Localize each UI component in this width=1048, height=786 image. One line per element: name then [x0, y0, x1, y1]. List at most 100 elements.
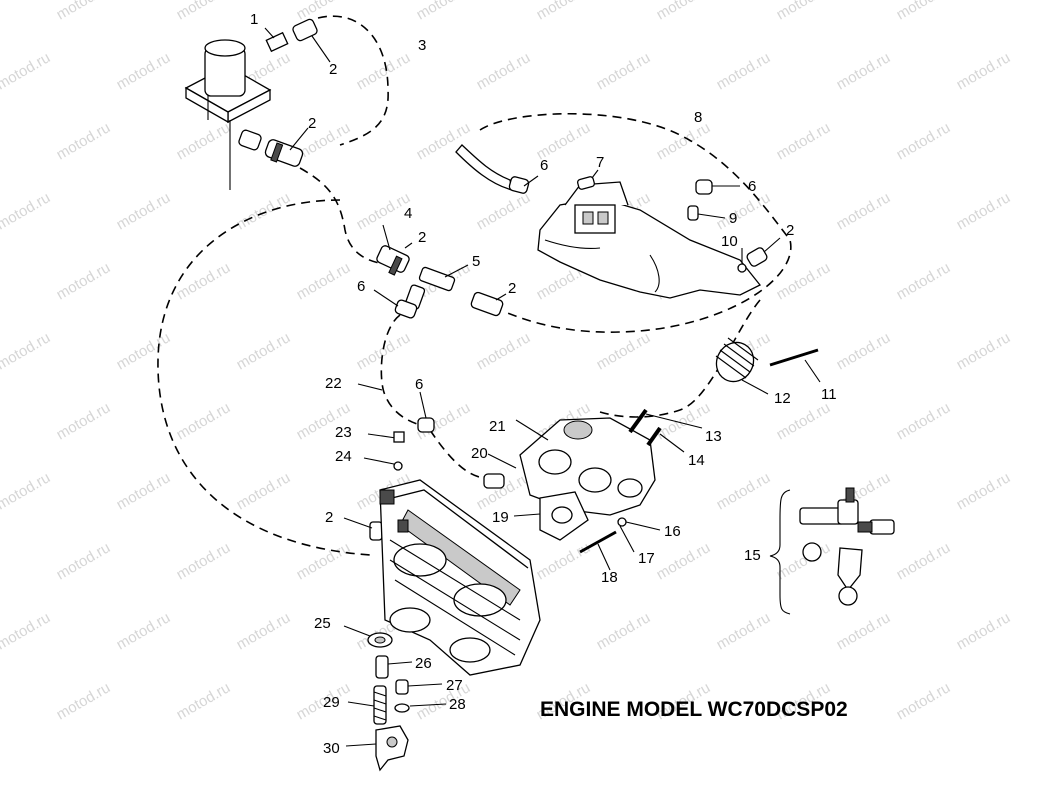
part-spring-hose-12: [715, 337, 769, 395]
part-bolt-14: [646, 426, 685, 453]
watermark-text: motod.ru: [714, 189, 774, 233]
watermark-text: motod.ru: [0, 189, 53, 233]
part-hose-6a: [373, 289, 418, 319]
watermark-text: motod.ru: [474, 49, 534, 93]
part-hose-6d: [417, 391, 435, 433]
part-fitting-kit-15: [769, 487, 895, 615]
hose-routing: [157, 15, 792, 556]
watermark-text: motod.ru: [834, 49, 894, 93]
callout-12: 12: [774, 390, 791, 407]
callout-26: 26: [415, 655, 432, 672]
watermark-text: motod.ru: [294, 119, 354, 163]
watermark-text: motod.ru: [174, 679, 234, 723]
callout-1: 1: [250, 11, 258, 28]
watermark-text: motod.ru: [594, 49, 654, 93]
watermark-text: motod.ru: [54, 399, 114, 443]
callout-11: 11: [821, 386, 837, 403]
part-fitting-26: [375, 655, 413, 679]
watermark-text: motod.ru: [774, 259, 834, 303]
callout-17: 17: [638, 550, 655, 567]
part-screw-23: [367, 431, 405, 443]
watermark-text: motod.ru: [294, 539, 354, 583]
callout-15: 15: [744, 547, 761, 564]
watermark-text: motod.ru: [714, 469, 774, 513]
callout-2-right: 2: [786, 222, 794, 239]
callout-18: 18: [601, 569, 618, 586]
part-exhaust-manifold-21: [515, 417, 656, 516]
callout-22: 22: [325, 375, 342, 392]
part-washer-24: [363, 457, 403, 471]
callout-2-mid: 2: [418, 229, 426, 246]
callout-6-lower: 6: [415, 376, 423, 393]
callout-10: 10: [721, 233, 738, 250]
watermark-text: motod.ru: [114, 189, 174, 233]
watermark-text: motod.ru: [174, 259, 234, 303]
part-pin-11: [769, 348, 821, 383]
callout-2-upper: 2: [308, 115, 316, 132]
watermark-text: motod.ru: [354, 329, 414, 373]
watermark-text: motod.ru: [894, 0, 954, 23]
part-stud-18: [579, 530, 617, 571]
part-cylinder-block: [379, 479, 541, 676]
watermark-text: motod.ru: [54, 539, 114, 583]
part-hose-clamp-2b: [238, 127, 309, 167]
callout-25: 25: [314, 615, 331, 632]
callout-30: 30: [323, 740, 340, 757]
watermark-text: motod.ru: [594, 329, 654, 373]
watermark-text: motod.ru: [654, 0, 714, 23]
watermark-text: motod.ru: [834, 609, 894, 653]
watermark-text: motod.ru: [294, 0, 354, 23]
callout-21: 21: [489, 418, 506, 435]
part-plug-27: [395, 679, 443, 695]
watermark-text: motod.ru: [774, 539, 834, 583]
part-fitting-1: [264, 27, 289, 53]
watermark-text: motod.ru: [954, 49, 1014, 93]
callout-6-manifold: 6: [540, 157, 548, 174]
watermark-text: motod.ru: [174, 119, 234, 163]
watermark-text: motod.ru: [174, 0, 234, 23]
watermark-text: motod.ru: [0, 49, 53, 93]
part-fitting-7: [577, 169, 599, 190]
callout-19: 19: [492, 509, 509, 526]
part-gasket-19: [513, 491, 589, 541]
watermark-text: motod.ru: [474, 329, 534, 373]
watermark-text: motod.ru: [594, 609, 654, 653]
part-washer-28: [394, 703, 447, 713]
callout-9: 9: [729, 210, 737, 227]
callout-28: 28: [449, 696, 466, 713]
watermark-text: motod.ru: [834, 189, 894, 233]
callout-29: 29: [323, 694, 340, 711]
leader-22: [357, 383, 383, 391]
watermark-text: motod.ru: [0, 609, 53, 653]
part-elbow-4: [376, 224, 413, 276]
watermark-text: motod.ru: [474, 189, 534, 233]
part-hose-clamp-2a: [292, 18, 331, 63]
watermark-text: motod.ru: [234, 469, 294, 513]
callout-4: 4: [404, 205, 412, 222]
part-housing-30: [345, 725, 409, 772]
watermark-text: motod.ru: [894, 259, 954, 303]
watermark-text: motod.ru: [234, 329, 294, 373]
watermark-text: motod.ru: [714, 609, 774, 653]
part-spring-29: [347, 685, 387, 725]
callout-27: 27: [446, 677, 463, 694]
watermark-text: motod.ru: [534, 0, 594, 23]
callout-14: 14: [688, 452, 705, 469]
watermark-text: motod.ru: [54, 119, 114, 163]
watermark-text: motod.ru: [534, 539, 594, 583]
watermark-text: motod.ru: [54, 0, 114, 23]
part-washer-16-17: [617, 517, 661, 553]
part-fitting-9: [687, 205, 726, 221]
callout-8: 8: [694, 109, 702, 126]
part-pump-top-left: [184, 39, 272, 190]
watermark-text: motod.ru: [894, 539, 954, 583]
watermark-text: motod.ru: [954, 189, 1014, 233]
watermark-text: motod.ru: [954, 329, 1014, 373]
part-clamp-2c: [470, 291, 507, 317]
watermark-text: motod.ru: [234, 189, 294, 233]
part-fitting-6c: [695, 179, 740, 195]
watermark-text: motod.ru: [834, 329, 894, 373]
part-bolt-13: [628, 408, 703, 434]
part-fitting-20: [483, 453, 517, 489]
